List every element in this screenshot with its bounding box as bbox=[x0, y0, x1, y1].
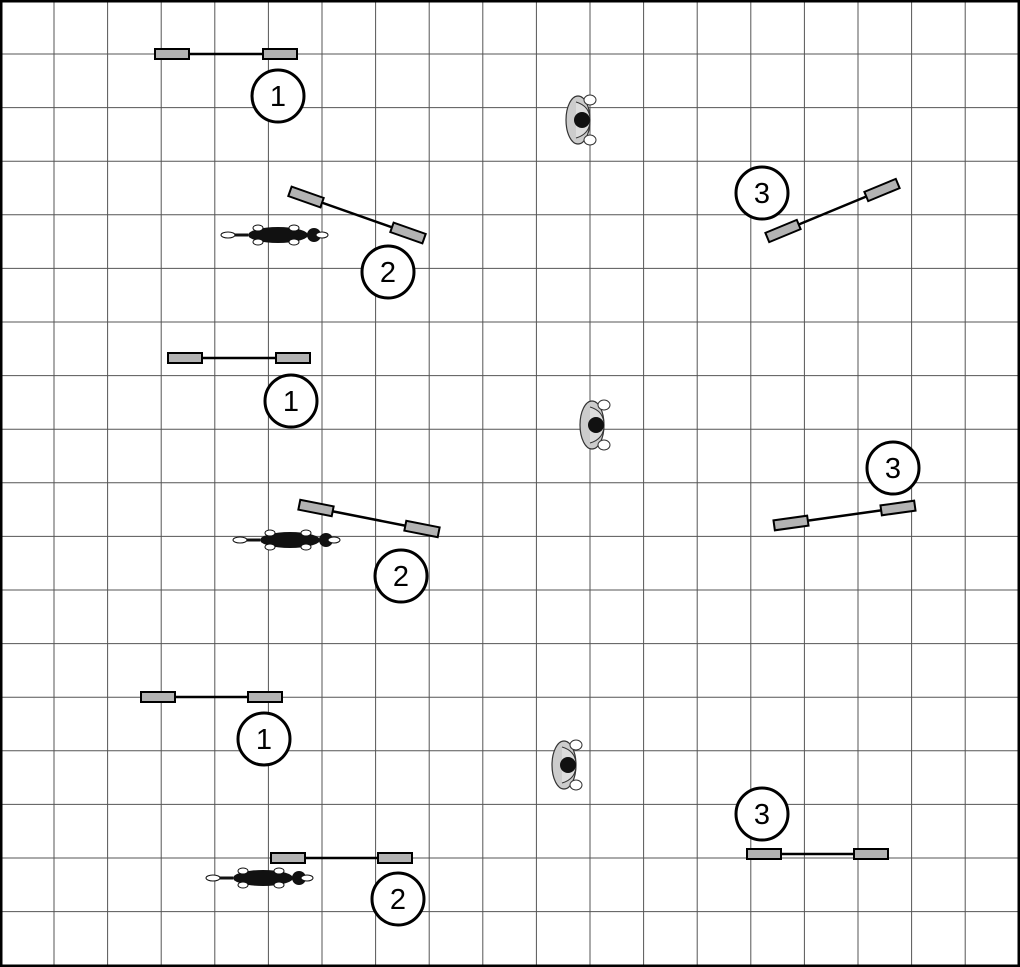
jump-icon bbox=[746, 848, 889, 860]
jump-icon bbox=[270, 852, 413, 864]
number-label: 2 bbox=[393, 561, 409, 593]
jump-icon bbox=[154, 48, 298, 60]
handler-icon bbox=[579, 399, 611, 451]
jump-icon bbox=[287, 185, 427, 245]
dog-icon bbox=[231, 528, 342, 552]
number-label: 2 bbox=[380, 257, 396, 289]
number-layer: 1 2 3 1 2 3 1 2 3 bbox=[236, 68, 921, 927]
jump-icon bbox=[140, 691, 283, 703]
number-marker: 3 bbox=[734, 165, 790, 221]
jump-icon bbox=[297, 498, 441, 539]
dog-icon bbox=[219, 223, 330, 247]
number-marker: 1 bbox=[250, 68, 306, 124]
number-marker: 3 bbox=[734, 786, 790, 842]
dog-icon bbox=[204, 866, 315, 890]
number-marker: 2 bbox=[373, 548, 429, 604]
handler-icon bbox=[565, 94, 597, 146]
number-label: 3 bbox=[754, 799, 770, 831]
number-label: 1 bbox=[256, 724, 272, 756]
handler-layer bbox=[551, 94, 611, 791]
jump-icon bbox=[167, 352, 311, 364]
number-label: 3 bbox=[885, 453, 901, 485]
jump-layer bbox=[140, 48, 917, 864]
jump-icon bbox=[764, 177, 901, 244]
dog-layer bbox=[204, 223, 342, 890]
jump-icon bbox=[772, 499, 917, 532]
number-marker: 2 bbox=[360, 244, 416, 300]
number-marker: 1 bbox=[236, 711, 292, 767]
number-label: 1 bbox=[270, 81, 286, 113]
number-label: 3 bbox=[754, 178, 770, 210]
number-marker: 2 bbox=[370, 871, 426, 927]
handler-icon bbox=[551, 739, 583, 791]
number-marker: 3 bbox=[865, 440, 921, 496]
number-label: 1 bbox=[283, 386, 299, 418]
number-label: 2 bbox=[390, 884, 406, 916]
number-marker: 1 bbox=[263, 373, 319, 429]
